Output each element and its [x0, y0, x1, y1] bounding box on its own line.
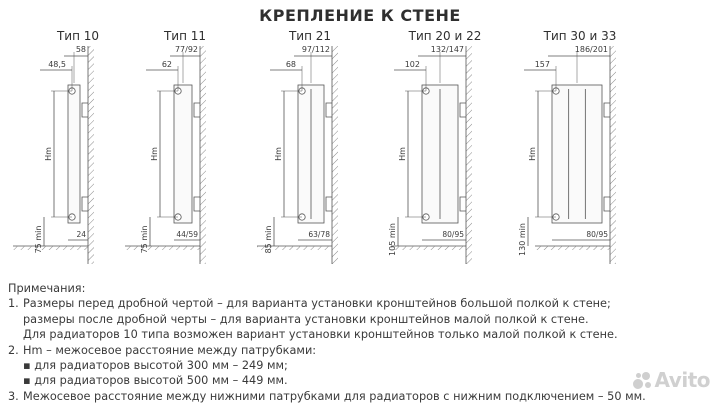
wall-hatch	[200, 46, 206, 264]
note-1-line-2: размеры после дробной черты – для вариан…	[23, 312, 589, 326]
hm-label: Hm	[528, 147, 537, 161]
top-dimension-label: 97/112	[302, 45, 330, 54]
note-2-bullet-2: ▪ для радиаторов высотой 500 мм – 449 мм…	[23, 374, 288, 388]
note-2-text-1: Hm – межосевое расстояние между патрубка…	[23, 343, 317, 357]
wall-hatch	[332, 46, 338, 264]
upper-bracket	[603, 102, 610, 118]
bottom-horizontal-label: 24	[76, 230, 86, 239]
bottom-vertical-label: 75 min	[140, 226, 149, 254]
top-dimension-label: 186/201	[575, 45, 608, 54]
hm-label: Hm	[150, 147, 159, 161]
notes-section: Примечания: 1. Размеры перед дробной черт…	[8, 281, 708, 404]
bottom-vertical-label: 105 min	[388, 223, 397, 256]
wall-hatch	[466, 46, 472, 264]
note-2-bullet-2-text: для радиаторов высотой 500 мм – 449 мм.	[34, 374, 288, 388]
bottom-horizontal-label: 80/95	[442, 230, 464, 239]
left-dimension-label: 62	[162, 60, 172, 69]
avito-watermark-text: Avito	[654, 368, 711, 392]
avito-logo-icon	[632, 370, 653, 390]
notes-heading: Примечания:	[8, 282, 86, 295]
bottom-horizontal-label: 80/95	[586, 230, 608, 239]
hm-label: Hm	[44, 147, 53, 161]
lower-bracket	[603, 196, 610, 212]
note-2-line-1: 2. Hm – межосевое расстояние между патруб…	[8, 343, 708, 358]
lower-bracket	[459, 196, 466, 212]
left-dimension-label: 68	[286, 60, 296, 69]
bottom-vertical-label: 85 min	[264, 226, 273, 254]
type-title: Тип 11	[163, 30, 206, 43]
note-1-text-1: Размеры перед дробной чертой – для вариа…	[23, 297, 611, 311]
page-title: КРЕПЛЕНИЕ К СТЕНЕ	[259, 6, 461, 25]
bottom-vertical-label: 75 min	[34, 226, 43, 254]
note-3-text-1: Межосевое расстояние между нижними патру…	[23, 389, 646, 403]
note-3-number: 3.	[8, 389, 19, 403]
type-title: Тип 30 и 33	[543, 30, 617, 43]
radiator-body	[67, 84, 81, 224]
note-3-line-1: 3. Межосевое расстояние между нижними пат…	[8, 389, 708, 404]
avito-watermark: Avito	[632, 368, 711, 392]
type-0-sketch: Тип 10 58 48,5Hm 75 min 24	[13, 30, 99, 264]
note-1-line-3: Для радиаторов 10 типа возможен вариант …	[23, 328, 618, 342]
bottom-horizontal-label: 44/59	[176, 230, 198, 239]
hm-label: Hm	[398, 147, 407, 161]
bottom-horizontal-label: 63/78	[308, 230, 330, 239]
upper-bracket	[81, 102, 88, 118]
lower-bracket	[325, 196, 332, 212]
top-dimension-label: 132/147	[431, 45, 464, 54]
lower-bracket	[193, 196, 200, 212]
note-2-bullet-1-text: для радиаторов высотой 300 мм – 249 мм;	[34, 359, 288, 373]
top-dimension-label: 77/92	[175, 45, 198, 54]
floor-hatch	[391, 246, 466, 250]
note-1-line-1: 1. Размеры перед дробной чертой – для вар…	[8, 296, 708, 311]
floor-hatch	[125, 246, 200, 250]
upper-bracket	[459, 102, 466, 118]
upper-bracket	[325, 102, 332, 118]
floor-hatch	[257, 246, 332, 250]
note-2-bullet-1: ▪ для радиаторов высотой 300 мм – 249 мм…	[23, 359, 288, 373]
radiator-body	[173, 84, 193, 224]
left-dimension-label: 48,5	[48, 60, 66, 69]
type-title: Тип 21	[288, 30, 331, 43]
left-dimension-label: 157	[535, 60, 550, 69]
lower-bracket	[81, 196, 88, 212]
floor-hatch	[535, 246, 610, 250]
left-dimension-label: 102	[405, 60, 420, 69]
floor-hatch	[13, 246, 88, 250]
type-title: Тип 20 и 22	[408, 30, 482, 43]
top-dimension-label: 58	[76, 45, 86, 54]
radiator-body	[551, 84, 603, 224]
note-2-number: 2.	[8, 343, 19, 357]
wall-hatch	[88, 46, 94, 264]
note-1-number: 1.	[8, 297, 19, 311]
hm-label: Hm	[274, 147, 283, 161]
bottom-vertical-label: 130 min	[518, 223, 527, 256]
wall-hatch	[610, 46, 616, 264]
upper-bracket	[193, 102, 200, 118]
type-title: Тип 10	[56, 30, 99, 43]
